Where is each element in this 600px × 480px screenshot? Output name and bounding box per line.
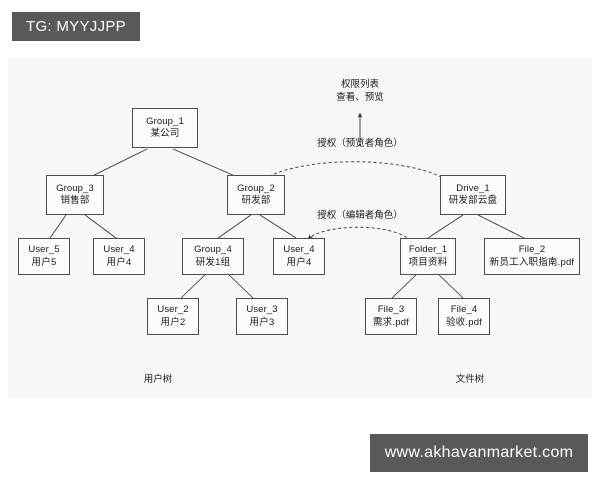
node-user-3[interactable]: User_3 用户3 [236,298,288,335]
node-id: User_4 [283,244,315,256]
node-name: 用户4 [106,256,132,268]
user-tree-caption: 用户树 [143,374,173,385]
node-group-3[interactable]: Group_3 销售部 [46,175,104,215]
node-id: User_4 [103,244,135,256]
bottom-watermark: www.akhavanmarket.com [370,434,588,472]
node-id: User_3 [246,304,278,316]
node-name: 项目资料 [408,256,448,268]
grant-editor-label: 授权（编辑者角色） [317,210,403,221]
file-tree-edges [391,214,525,299]
node-name: 需求.pdf [372,316,410,328]
node-id: Group_2 [237,182,275,194]
node-name: 新员工入职指南.pdf [489,256,575,268]
node-id: File_3 [377,304,405,316]
node-name: 研发部 [241,195,271,206]
node-name: 用户2 [160,316,186,328]
node-drive-1[interactable]: Drive_1 研发部云盘 [440,175,506,215]
node-id: Folder_1 [408,244,448,256]
node-id: File_4 [450,304,478,316]
grant-viewer-edge [255,161,457,187]
node-id: File_2 [518,244,546,256]
node-name: 验收.pdf [445,316,483,328]
node-user-4-sales[interactable]: User_4 用户4 [93,238,145,275]
node-id: Drive_1 [456,182,490,194]
node-file-4[interactable]: File_4 验收.pdf [438,298,490,335]
node-user-2[interactable]: User_2 用户2 [147,298,199,335]
diagram-panel: Group_1 某公司 Group_3 销售部 Group_2 研发部 User… [8,58,592,398]
node-group-2[interactable]: Group_2 研发部 [227,175,285,215]
node-id: Group_1 [146,115,184,127]
connector-layer [49,112,525,299]
file-tree-caption: 文件树 [455,374,485,385]
user-tree-edges [49,148,297,299]
node-id: User_5 [28,244,60,256]
node-name: 销售部 [60,195,90,206]
node-group-1[interactable]: Group_1 某公司 [132,108,198,148]
node-folder-1[interactable]: Folder_1 项目资料 [400,238,456,275]
grant-viewer-label: 授权（预览者角色） [317,138,403,149]
node-name: 用户3 [249,316,275,328]
top-watermark: TG: MYYJJPP [12,12,140,41]
node-user-5[interactable]: User_5 用户5 [18,238,70,275]
node-id: Group_4 [194,244,232,256]
permission-list-annotation: 权限列表 查看、预览 [305,79,415,104]
node-group-4[interactable]: Group_4 研发1组 [182,238,244,275]
node-name: 用户4 [286,256,312,268]
node-id: User_2 [157,304,189,316]
node-name: 研发1组 [195,256,231,268]
permission-list-title: 权限列表 [340,79,379,90]
node-file-3[interactable]: File_3 需求.pdf [365,298,417,335]
node-name: 某公司 [150,128,180,139]
node-name: 研发部云盘 [448,195,498,206]
permission-list-items: 查看、预览 [336,91,384,103]
node-file-2[interactable]: File_2 新员工入职指南.pdf [484,238,580,275]
node-name: 用户5 [31,256,57,268]
node-id: Group_3 [56,182,94,194]
node-user-4-rd[interactable]: User_4 用户4 [273,238,325,275]
